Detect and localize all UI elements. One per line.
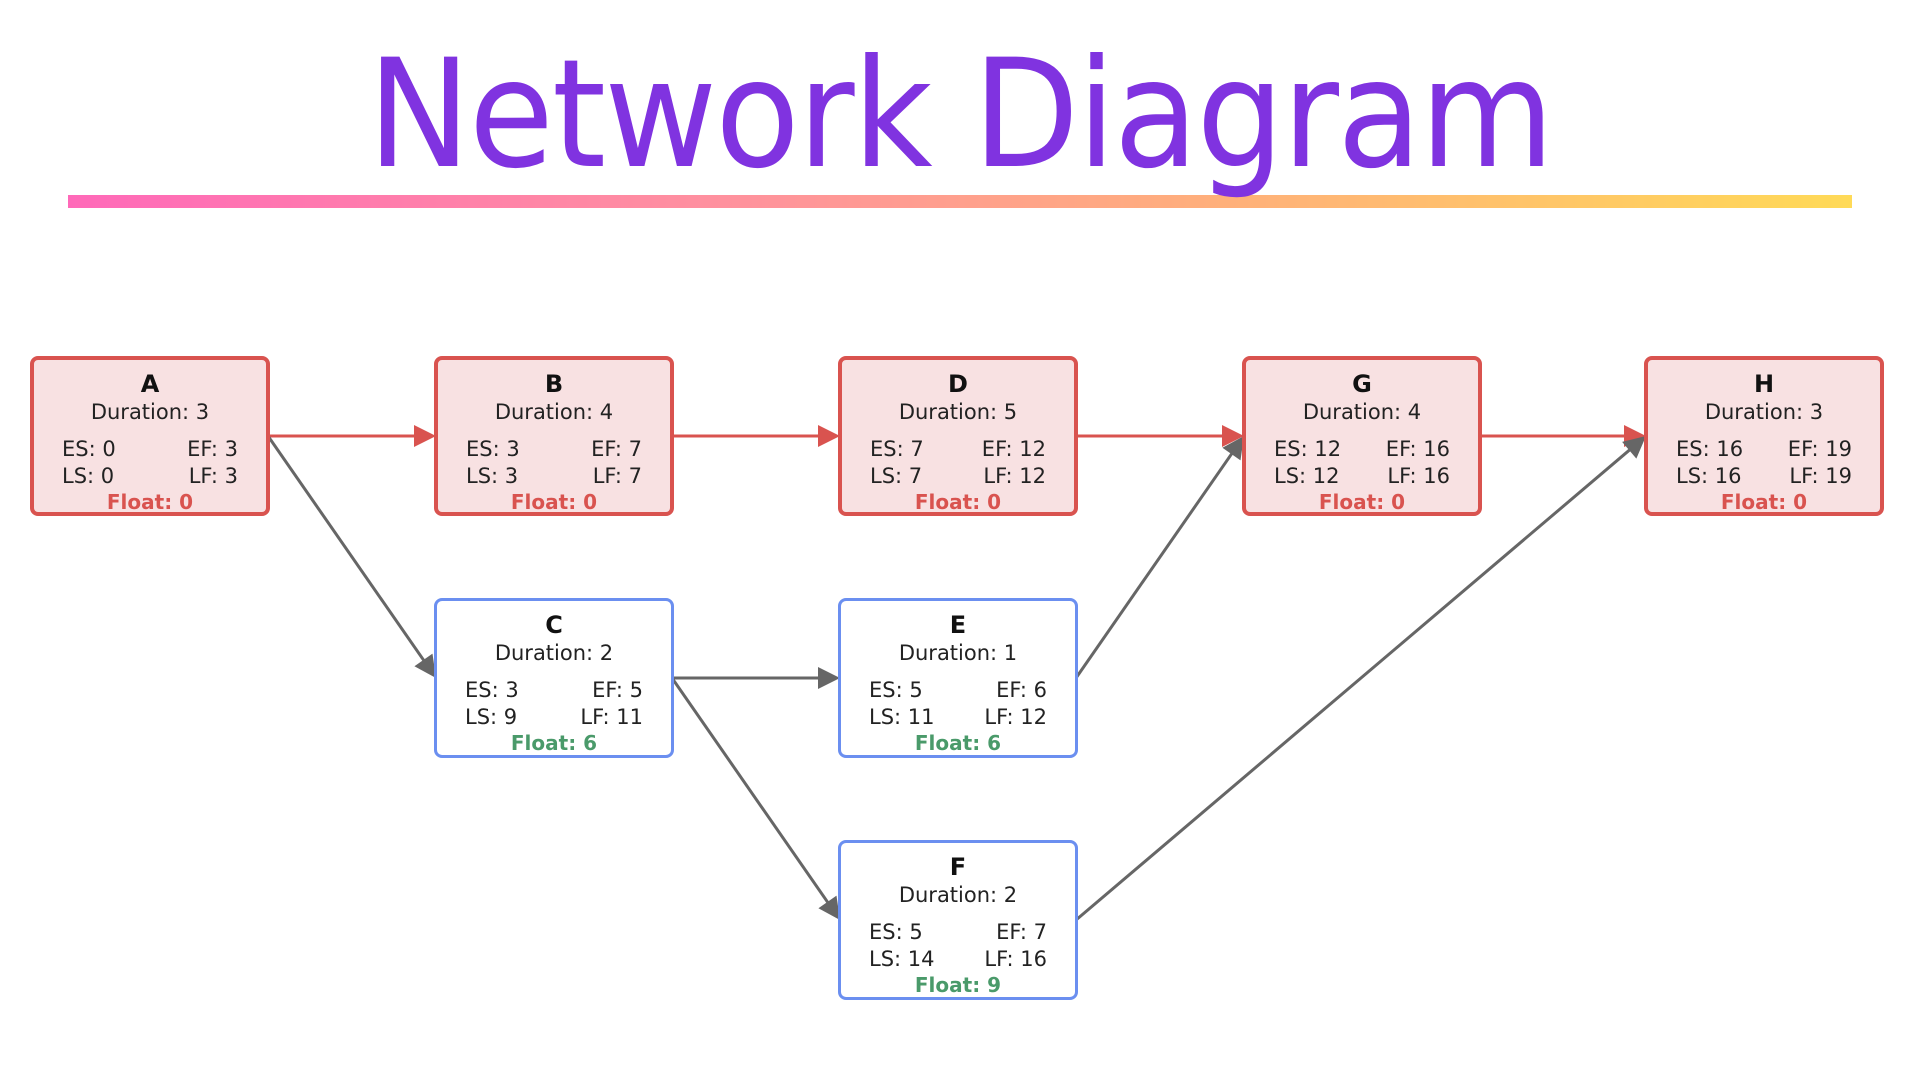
early-start: ES: 12 [1274, 437, 1342, 461]
activity-duration: Duration: 3 [1704, 400, 1824, 424]
activity-duration: Duration: 3 [90, 400, 210, 424]
early-finish: EF: 5 [592, 678, 643, 702]
edge-a-c [266, 435, 426, 663]
edge-f-h [1075, 447, 1632, 922]
late-finish: LF: 11 [580, 705, 643, 729]
activity-name: D [948, 370, 968, 398]
float-value: Float: 0 [914, 490, 1002, 514]
late-finish: LF: 16 [1387, 464, 1450, 488]
activity-duration: Duration: 1 [898, 641, 1018, 665]
late-start: LS: 3 [466, 464, 519, 488]
page-title: Network Diagram [367, 28, 1555, 202]
float-value: Float: 0 [1318, 490, 1406, 514]
late-finish: LF: 12 [984, 705, 1047, 729]
float-value: Float: 0 [1720, 490, 1808, 514]
early-start: ES: 0 [62, 437, 116, 461]
early-start: ES: 7 [870, 437, 924, 461]
float-value: Float: 0 [510, 490, 598, 514]
activity-duration: Duration: 2 [898, 883, 1018, 907]
activity-duration: Duration: 5 [898, 400, 1018, 424]
activity-name: H [1753, 370, 1775, 398]
edge-c-f [670, 677, 830, 905]
activity-name: E [949, 611, 967, 639]
float-value: Float: 9 [914, 973, 1002, 997]
early-finish: EF: 7 [996, 920, 1047, 944]
early-finish: EF: 12 [981, 437, 1046, 461]
arrowhead-icon [818, 667, 840, 689]
activity-name: F [949, 853, 967, 881]
float-value: Float: 6 [510, 731, 598, 755]
early-finish: EF: 19 [1787, 437, 1852, 461]
arrowhead-icon [818, 895, 840, 920]
arrowhead-icon [414, 425, 436, 447]
arrowhead-icon [414, 653, 436, 678]
late-finish: LF: 7 [592, 464, 642, 488]
late-finish: LF: 19 [1789, 464, 1852, 488]
arrowhead-icon [1622, 436, 1646, 459]
activity-duration: Duration: 2 [494, 641, 614, 665]
activity-duration: Duration: 4 [1302, 400, 1422, 424]
activity-name: A [140, 370, 160, 398]
activity-name: G [1352, 370, 1372, 398]
edge-e-g [1074, 451, 1234, 679]
early-finish: EF: 6 [996, 678, 1047, 702]
float-value: Float: 6 [914, 731, 1002, 755]
early-start: ES: 16 [1676, 437, 1744, 461]
early-finish: EF: 16 [1385, 437, 1450, 461]
arrowhead-icon [1222, 425, 1244, 447]
late-start: LS: 12 [1274, 464, 1340, 488]
title-gradient-underline [68, 195, 1852, 208]
late-start: LS: 11 [869, 705, 935, 729]
early-start: ES: 5 [869, 678, 923, 702]
arrowhead-icon [1222, 436, 1244, 461]
activity-name: C [545, 611, 563, 639]
late-start: LS: 16 [1676, 464, 1742, 488]
early-finish: EF: 7 [591, 437, 642, 461]
early-start: ES: 3 [466, 437, 520, 461]
arrowhead-icon [818, 425, 840, 447]
late-start: LS: 0 [62, 464, 115, 488]
late-start: LS: 14 [869, 947, 935, 971]
late-finish: LF: 3 [188, 464, 238, 488]
early-start: ES: 5 [869, 920, 923, 944]
late-finish: LF: 12 [983, 464, 1046, 488]
late-start: LS: 9 [465, 705, 518, 729]
float-value: Float: 0 [106, 490, 194, 514]
late-start: LS: 7 [870, 464, 923, 488]
late-finish: LF: 16 [984, 947, 1047, 971]
activity-duration: Duration: 4 [494, 400, 614, 424]
early-finish: EF: 3 [187, 437, 238, 461]
activity-name: B [544, 370, 564, 398]
early-start: ES: 3 [465, 678, 519, 702]
